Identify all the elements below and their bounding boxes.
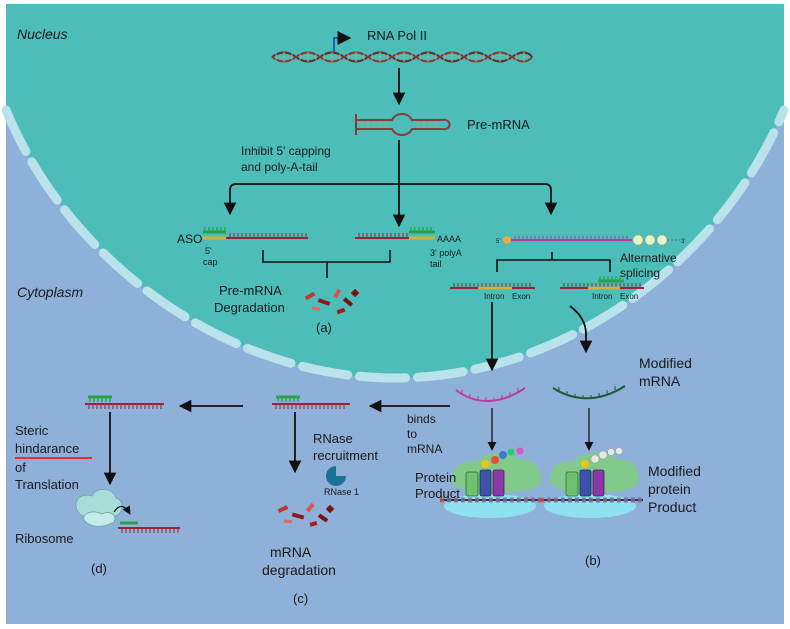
nucleus-region (6, 4, 784, 378)
ribosome-complex-right-icon (540, 447, 643, 518)
modified-mrna-strand-icon (552, 385, 626, 400)
protein-product-line1: Protein (415, 470, 456, 485)
five-prime-label: 5' (205, 246, 212, 256)
degraded-fragments-icon (304, 288, 360, 315)
pre-mrna-label: Pre-mRNA (467, 117, 530, 132)
binds-line2: to (407, 427, 417, 441)
of-label: of (15, 460, 26, 475)
label-b: (b) (585, 553, 601, 568)
hindarance-label: hindarance (15, 441, 79, 456)
aso-polya-strand-icon (355, 227, 435, 240)
rnase-recruitment-line2: recruitment (313, 448, 378, 463)
binds-line1: binds (407, 412, 436, 426)
five-prime-small: 5' (496, 239, 500, 245)
modified-protein-line3: Product (648, 499, 696, 515)
inhibit-label-line1: Inhibit 5' capping (241, 144, 331, 158)
modified-protein-line1: Modified (648, 463, 701, 479)
premrna-degradation-line1: Pre-mRNA (219, 283, 282, 298)
modified-mrna-line1: Modified (639, 355, 692, 371)
binds-line3: mRNA (407, 442, 442, 456)
rnase-pacman-icon (326, 466, 346, 486)
arrow-b-right-to-mrna (569, 305, 593, 354)
intron-label-right: Intron (592, 292, 612, 301)
aso-mrna-duplex-c-icon (272, 395, 350, 409)
translation-label: Translation (15, 477, 79, 492)
inhibit-label-line2: and poly-A-tail (241, 160, 318, 174)
aaaa-label: AAAA (437, 234, 461, 244)
pre-mrna-hairpin-icon (355, 113, 451, 136)
label-c: (c) (293, 591, 308, 606)
merge-bracket-a (262, 250, 391, 278)
spliced-strand-left-icon (450, 283, 535, 290)
three-prime-small: 3' (681, 239, 685, 245)
modified-protein-line2: protein (648, 481, 691, 497)
exon-label-left: Exon (512, 292, 530, 301)
ribosome-label: Ribosome (15, 531, 74, 546)
split-bracket (229, 183, 552, 210)
aso-5cap-strand-icon (203, 227, 308, 240)
exon-label-right: Exon (620, 292, 638, 301)
spliced-strand-right-icon (560, 276, 644, 290)
rna-pol-label: RNA Pol II (367, 28, 427, 43)
nuclear-envelope (1, 105, 789, 383)
cap-label: cap (203, 257, 218, 267)
polya-label-line1: 3' polyA (430, 248, 462, 258)
mrna-degraded-fragments-icon (277, 502, 335, 527)
ribosome-complex-left-icon (440, 447, 545, 518)
rnase-recruitment-line1: RNase (313, 431, 353, 446)
ribosome-blocked-icon (75, 489, 180, 533)
alt-splicing-line1: Alternative (620, 251, 677, 265)
mrna-degradation-line1: mRNA (270, 544, 312, 560)
modified-mrna-line2: mRNA (639, 373, 681, 389)
polya-label-line2: tail (430, 259, 442, 269)
nucleus-label: Nucleus (17, 26, 68, 42)
label-d: (d) (91, 561, 107, 576)
premrna-degradation-line2: Degradation (214, 300, 285, 315)
split-bracket-b (496, 252, 611, 272)
cytoplasm-label: Cytoplasm (17, 284, 83, 300)
dna-helix-icon (271, 51, 533, 63)
transcription-start-arrow-icon (333, 31, 352, 52)
steric-label: Steric (15, 423, 49, 438)
rnase1-label: RNase 1 (324, 487, 359, 497)
aso-mrna-duplex-d-icon (85, 395, 164, 409)
mrna-strand-icon (455, 387, 526, 402)
intron-label-left: Intron (484, 292, 504, 301)
mrna-degradation-line2: degradation (262, 562, 336, 578)
aso-label: ASO (177, 232, 202, 246)
splicing-pre-mrna-icon: 5' 3' (496, 234, 685, 246)
protein-product-line2: Product (415, 486, 460, 501)
label-a: (a) (316, 320, 332, 335)
alt-splicing-line2: splicing (620, 266, 660, 280)
